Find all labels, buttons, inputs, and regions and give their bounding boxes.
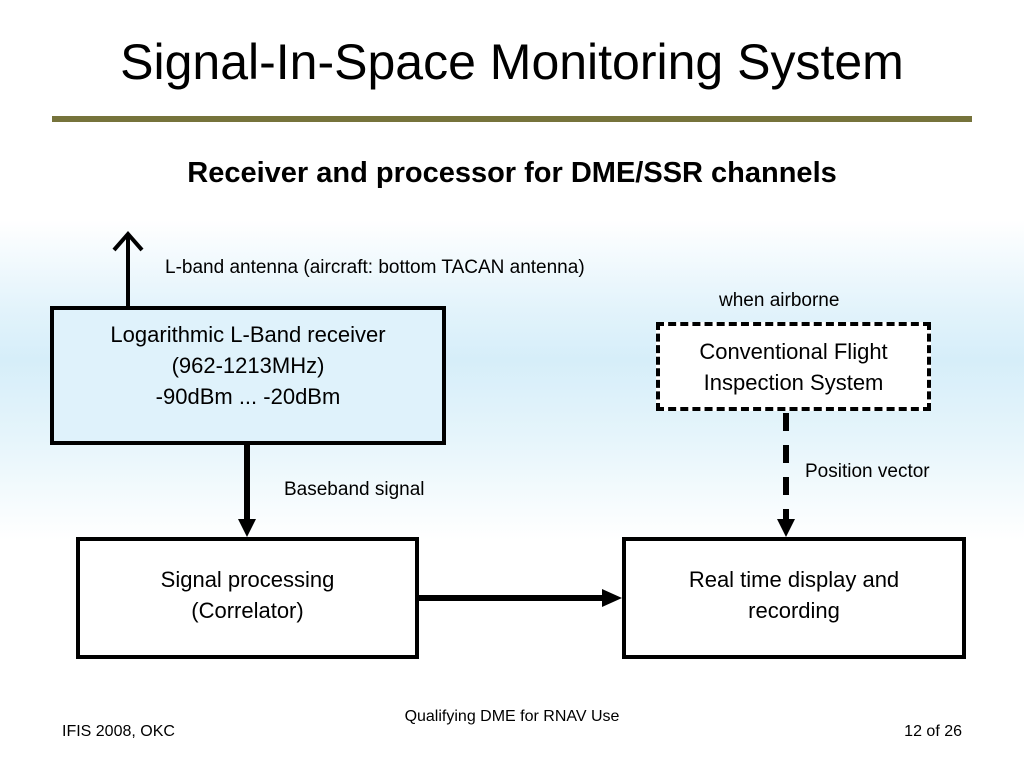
slide-subtitle: Receiver and processor for DME/SSR chann… — [187, 157, 837, 189]
footer-presentation-title: Qualifying DME for RNAV Use — [404, 708, 620, 725]
slide-title: Signal-In-Space Monitoring System — [120, 34, 904, 90]
receiver-line: -90dBm ... -20dBm — [155, 384, 341, 409]
receiver-box: Logarithmic L-Band receiver (962-1213MHz… — [50, 306, 446, 445]
display-line: Real time display and — [688, 567, 900, 592]
receiver-line: (962-1213MHz) — [171, 353, 325, 378]
arrowhead-display-top — [777, 519, 795, 537]
flight-inspection-box: Conventional Flight Inspection System — [656, 322, 931, 411]
antenna-label: L-band antenna (aircraft: bottom TACAN a… — [165, 257, 585, 278]
signal-processing-line: Signal processing — [160, 567, 335, 592]
position-vector-label: Position vector — [805, 461, 930, 482]
flight-inspection-line: Conventional Flight — [699, 338, 888, 364]
antenna-arrowhead — [112, 230, 144, 252]
baseband-signal-label: Baseband signal — [284, 479, 425, 500]
arrowhead-display-left — [602, 589, 622, 607]
flight-inspection-line: Inspection System — [703, 369, 884, 395]
display-line: recording — [748, 598, 840, 623]
arrowhead-processing — [238, 519, 256, 537]
footer-page-number: 12 of 26 — [904, 723, 962, 740]
airborne-label: when airborne — [719, 290, 840, 311]
footer-event: IFIS 2008, OKC — [62, 723, 175, 740]
signal-processing-box: Signal processing (Correlator) — [76, 537, 419, 659]
title-divider — [52, 116, 972, 122]
signal-processing-line: (Correlator) — [191, 598, 304, 623]
display-box: Real time display and recording — [622, 537, 966, 659]
receiver-line: Logarithmic L-Band receiver — [110, 322, 386, 347]
